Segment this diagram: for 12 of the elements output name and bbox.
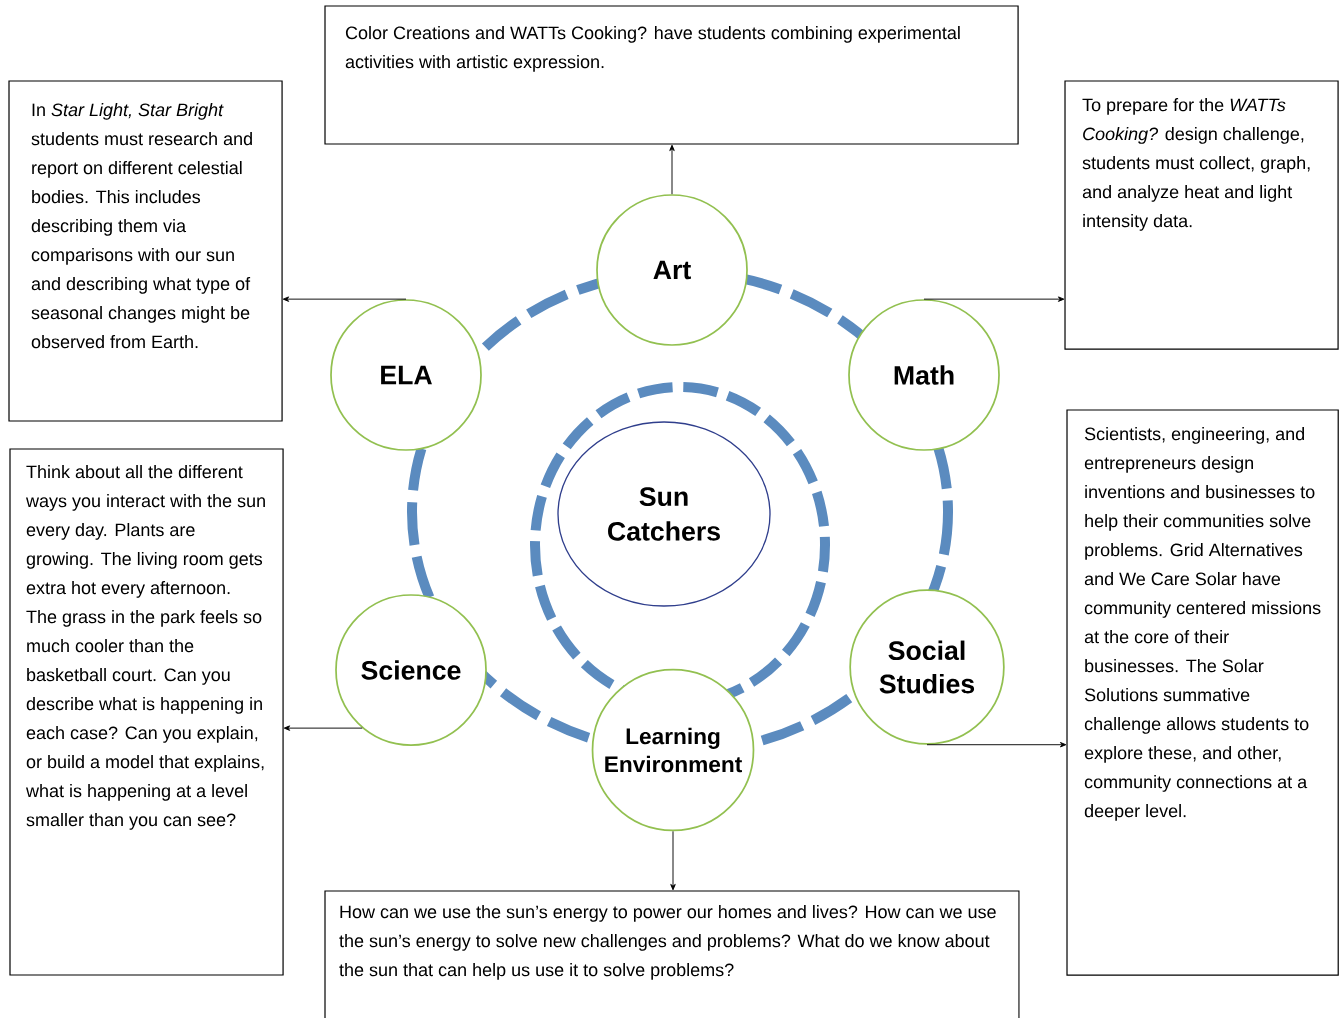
arrow xyxy=(926,742,1067,748)
text-box: Color Creations and WATTs Cooking? have students combining experimental activities with artistic expression. xyxy=(324,5,1019,145)
text-box: How can we use the sun’s energy to power our homes and lives? How can we use the sun’s energy to solve new challenges and problems? What do we know about the sun that can help us use it to solve problems? xyxy=(324,890,1020,1018)
arrow xyxy=(283,725,363,731)
arrow xyxy=(282,296,407,302)
arrow xyxy=(670,830,676,891)
arrow xyxy=(669,144,675,195)
text-box: In Star Light, Star Bright students must research and report on different celestial bodies. This includes describing them via comparisons with our sun and describing what type of seasonal changes might be observed from Earth. xyxy=(8,80,283,422)
text-box: Think about all the different ways you interact with the sun every day. Plants are growing. The living room gets extra hot every afternoon. The grass in the park feels so much cooler than the basketball court. Can you describe what is happening in each case? Can you explain, or build a model that explains, what is happening at a level smaller than you can see? xyxy=(9,448,284,976)
arrow xyxy=(923,296,1065,302)
text-box: Scientists, engineering, and entrepreneurs design inventions and businesses to help their communities solve problems. Grid Alternatives and We Care Solar have community centered missions at the core of their businesses. The Solar Solutions summative challenge allows students to explore these, and other, community connections at a deeper level. xyxy=(1066,409,1339,976)
text-box: To prepare for the WATTs Cooking? design challenge, students must collect, graph, and analyze heat and light intensity data. xyxy=(1064,80,1339,350)
